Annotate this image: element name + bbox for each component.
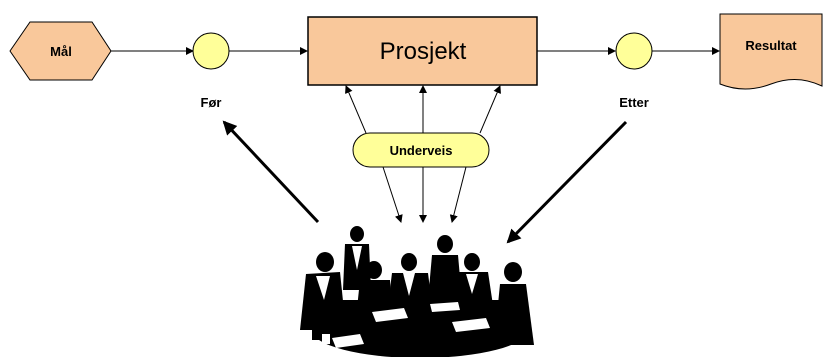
project-node: Prosjekt xyxy=(307,16,538,86)
arrow-during-to-project-left xyxy=(345,85,367,134)
meeting-people-icon xyxy=(300,226,534,357)
goal-node: Mål xyxy=(9,21,112,81)
before-node: Før xyxy=(192,32,230,110)
before-shape xyxy=(192,32,230,70)
arrow-during-to-project-right xyxy=(479,85,501,134)
before-label: Før xyxy=(201,95,222,110)
arrow-during-to-meeting-left xyxy=(382,166,403,223)
arrow-after-to-meeting xyxy=(506,120,628,244)
after-label: Etter xyxy=(619,95,649,110)
during-shape xyxy=(352,132,490,168)
during-node: Underveis xyxy=(352,132,490,168)
arrow-during-to-meeting-right xyxy=(449,166,467,223)
project-label: Prosjekt xyxy=(380,38,467,65)
project-shape xyxy=(307,16,538,86)
result-shape xyxy=(719,13,823,90)
after-node: Etter xyxy=(615,32,653,110)
result-node: Resultat xyxy=(719,13,823,90)
during-label: Underveis xyxy=(390,143,453,158)
result-label: Resultat xyxy=(745,38,797,53)
after-shape xyxy=(615,32,653,70)
goal-label: Mål xyxy=(50,44,72,59)
arrow-meeting-to-before xyxy=(222,120,320,224)
